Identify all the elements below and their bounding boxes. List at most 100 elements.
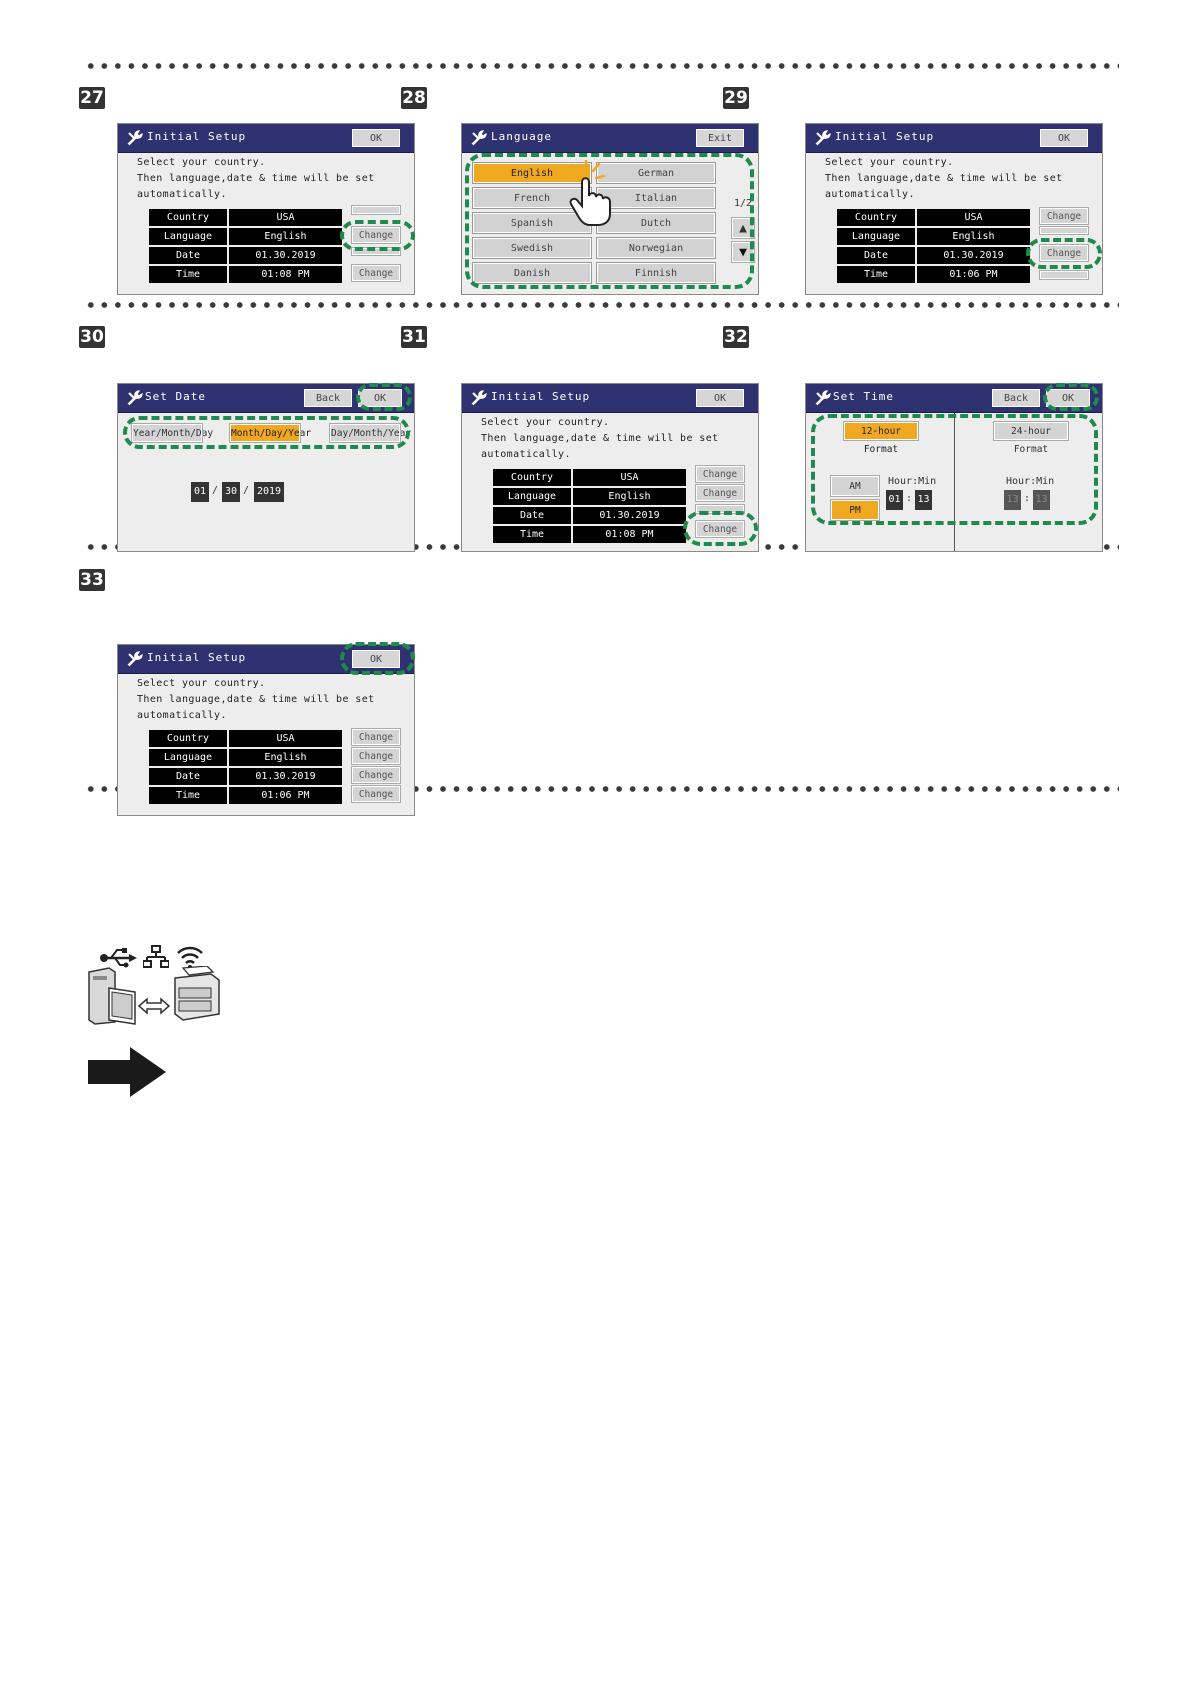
minute-field-24: 13 <box>1033 490 1050 510</box>
time-separator: : <box>906 493 913 504</box>
row-key: Country <box>149 730 227 747</box>
row-value: 01.30.2019 <box>917 247 1030 264</box>
row-key: Country <box>493 469 571 486</box>
hour-min-label-12: Hour:Min <box>888 476 937 487</box>
row-value: USA <box>229 730 342 747</box>
row-value: 01:08 PM <box>229 266 342 283</box>
row-key: Language <box>149 749 227 766</box>
change-date-button[interactable]: Change <box>351 766 401 784</box>
hour-field[interactable]: 01 <box>886 490 903 510</box>
row-value: USA <box>229 209 342 226</box>
row-key: Date <box>149 768 227 785</box>
row-value: 01:06 PM <box>229 787 342 804</box>
change-time-button[interactable]: Change <box>351 785 401 803</box>
screen-33-initial-setup: Initial Setup OK Select your country. Th… <box>117 644 415 816</box>
screen-title: Language <box>491 130 552 143</box>
screen-27-initial-setup: Initial Setup OK Select your country. Th… <box>117 123 415 295</box>
row-key: Country <box>837 209 915 226</box>
language-spanish[interactable]: Spanish <box>472 212 592 234</box>
change-time-button[interactable] <box>1039 270 1089 280</box>
screen-title: Initial Setup <box>147 651 247 664</box>
instruction-text: Select your country. Then language,date … <box>481 417 719 460</box>
screen-title: Initial Setup <box>835 130 935 143</box>
date-separator: / <box>243 485 250 496</box>
format-24-hour-button[interactable]: 24-hour Format <box>993 421 1069 455</box>
language-finnish[interactable]: Finnish <box>596 262 716 284</box>
screen-title: Set Time <box>833 390 894 403</box>
wrench-icon <box>471 130 487 146</box>
row-value: 01:06 PM <box>917 266 1030 283</box>
step-number-32: 32 <box>723 326 749 348</box>
highlight-ok-button <box>356 383 412 411</box>
language-danish[interactable]: Danish <box>472 262 592 284</box>
next-arrow-icon <box>88 1047 166 1097</box>
change-country-button[interactable]: Change <box>695 465 745 483</box>
row-value: USA <box>573 469 686 486</box>
change-country-button[interactable]: Change <box>351 728 401 746</box>
row-key: Date <box>493 507 571 524</box>
step-number-33: 33 <box>79 569 105 591</box>
language-norwegian[interactable]: Norwegian <box>596 237 716 259</box>
back-button[interactable]: Back <box>304 389 352 407</box>
ok-button[interactable]: OK <box>696 389 744 407</box>
change-language-button[interactable]: Change <box>351 747 401 765</box>
date-separator: / <box>212 485 219 496</box>
language-german[interactable]: German <box>596 162 716 184</box>
separator-2 <box>84 302 1119 308</box>
day-field[interactable]: 30 <box>222 482 240 502</box>
change-language-button[interactable] <box>1039 226 1089 235</box>
title-bar: Initial Setup OK <box>118 645 414 674</box>
title-bar: Initial Setup OK <box>806 124 1102 153</box>
page-indicator: 1/2 <box>734 198 753 209</box>
tap-hand-icon <box>566 160 611 226</box>
row-key: Language <box>837 228 915 245</box>
pm-button[interactable]: PM <box>830 499 880 521</box>
highlight-change-time <box>683 511 758 546</box>
step-number-31: 31 <box>401 326 427 348</box>
language-english[interactable]: English <box>472 162 592 184</box>
highlight-change-language <box>340 220 415 251</box>
row-key: Time <box>837 266 915 283</box>
am-button[interactable]: AM <box>830 475 880 497</box>
wrench-icon <box>815 130 831 146</box>
format-12-hour-button[interactable]: 12-hour Format <box>843 421 919 455</box>
language-italian[interactable]: Italian <box>596 187 716 209</box>
highlight-time-settings <box>811 414 1098 525</box>
time-separator: : <box>1024 493 1031 504</box>
change-time-button[interactable]: Change <box>351 264 401 282</box>
ok-button[interactable]: OK <box>1040 129 1088 147</box>
screen-title: Initial Setup <box>147 130 247 143</box>
highlight-ok-button <box>1043 383 1099 411</box>
format-month-day-year[interactable]: Month/Day/Year <box>229 423 311 443</box>
instruction-text: Select your country. Then language,date … <box>137 157 375 200</box>
screen-title: Set Date <box>145 390 206 403</box>
year-field[interactable]: 2019 <box>254 482 284 502</box>
instruction-text: Select your country. Then language,date … <box>137 678 375 721</box>
format-year-month-day[interactable]: Year/Month/Day <box>131 423 213 443</box>
row-key: Date <box>149 247 227 264</box>
exit-button[interactable]: Exit <box>696 129 744 147</box>
row-value: USA <box>917 209 1030 226</box>
instruction-text: Select your country. Then language,date … <box>825 157 1063 200</box>
change-country-button[interactable]: Change <box>1039 207 1089 225</box>
row-value: 01.30.2019 <box>573 507 686 524</box>
wrench-icon <box>815 390 831 406</box>
change-language-button[interactable]: Change <box>695 484 745 502</box>
back-button[interactable]: Back <box>992 389 1040 407</box>
divider <box>954 413 955 551</box>
month-field[interactable]: 01 <box>191 482 209 502</box>
minute-field[interactable]: 13 <box>915 490 932 510</box>
title-bar: Initial Setup OK <box>462 384 758 413</box>
usb-icon <box>100 948 137 968</box>
row-key: Time <box>149 266 227 283</box>
ok-button[interactable]: OK <box>352 129 400 147</box>
highlight-date-formats <box>123 416 410 449</box>
row-key: Country <box>149 209 227 226</box>
highlight-ok-button <box>340 642 415 675</box>
row-key: Language <box>149 228 227 245</box>
language-swedish[interactable]: Swedish <box>472 237 592 259</box>
change-country-button[interactable] <box>351 205 401 215</box>
title-bar: Language Exit <box>462 124 758 153</box>
screen-31-initial-setup: Initial Setup OK Select your country. Th… <box>461 383 759 552</box>
step-number-30: 30 <box>79 326 105 348</box>
